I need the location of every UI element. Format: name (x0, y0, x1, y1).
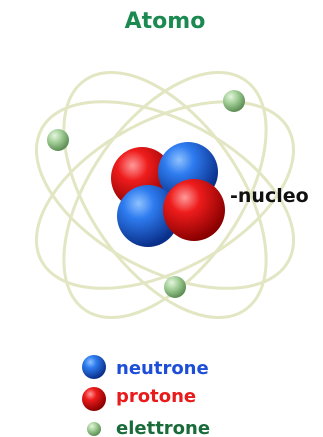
orbit-4 (62, 71, 268, 319)
neutron-bottom-left (117, 185, 179, 247)
diagram-title: Atomo (125, 9, 206, 34)
electron-2 (223, 90, 245, 112)
orbit-2 (34, 100, 296, 290)
legend-electron-icon (87, 422, 101, 436)
proton-bottom-right (163, 179, 225, 241)
nucleus-label: -nucleo (230, 185, 309, 207)
legend-proton-label: protone (116, 386, 196, 407)
orbit-1 (34, 100, 296, 290)
electron-1 (47, 129, 69, 151)
nucleus (111, 142, 225, 247)
orbits (34, 71, 296, 319)
legend-proton-icon (82, 387, 106, 411)
electron-3 (164, 276, 186, 298)
legend-electron-label: elettrone (116, 418, 210, 437)
legend-neutron-label: neutrone (116, 358, 209, 379)
legend-neutron-icon (82, 355, 106, 379)
orbit-3 (62, 71, 268, 319)
legend: neutrone protone elettrone (82, 355, 210, 437)
